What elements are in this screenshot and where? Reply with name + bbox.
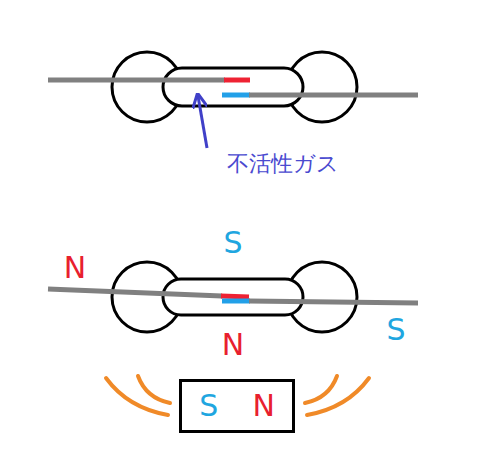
magnet-pole: S (199, 391, 218, 421)
pole-label: N (64, 253, 86, 283)
pole-label: N (222, 330, 244, 360)
pole-label: S (386, 315, 405, 345)
reed-switch-closed (48, 262, 418, 332)
reed-switch-open (48, 52, 418, 122)
pointer-arrow (198, 96, 207, 148)
gas-label: 不活性ガス (227, 153, 339, 175)
magnet-pole: N (252, 391, 274, 421)
pole-label: S (223, 228, 242, 258)
magnet-box: SN (179, 379, 295, 433)
